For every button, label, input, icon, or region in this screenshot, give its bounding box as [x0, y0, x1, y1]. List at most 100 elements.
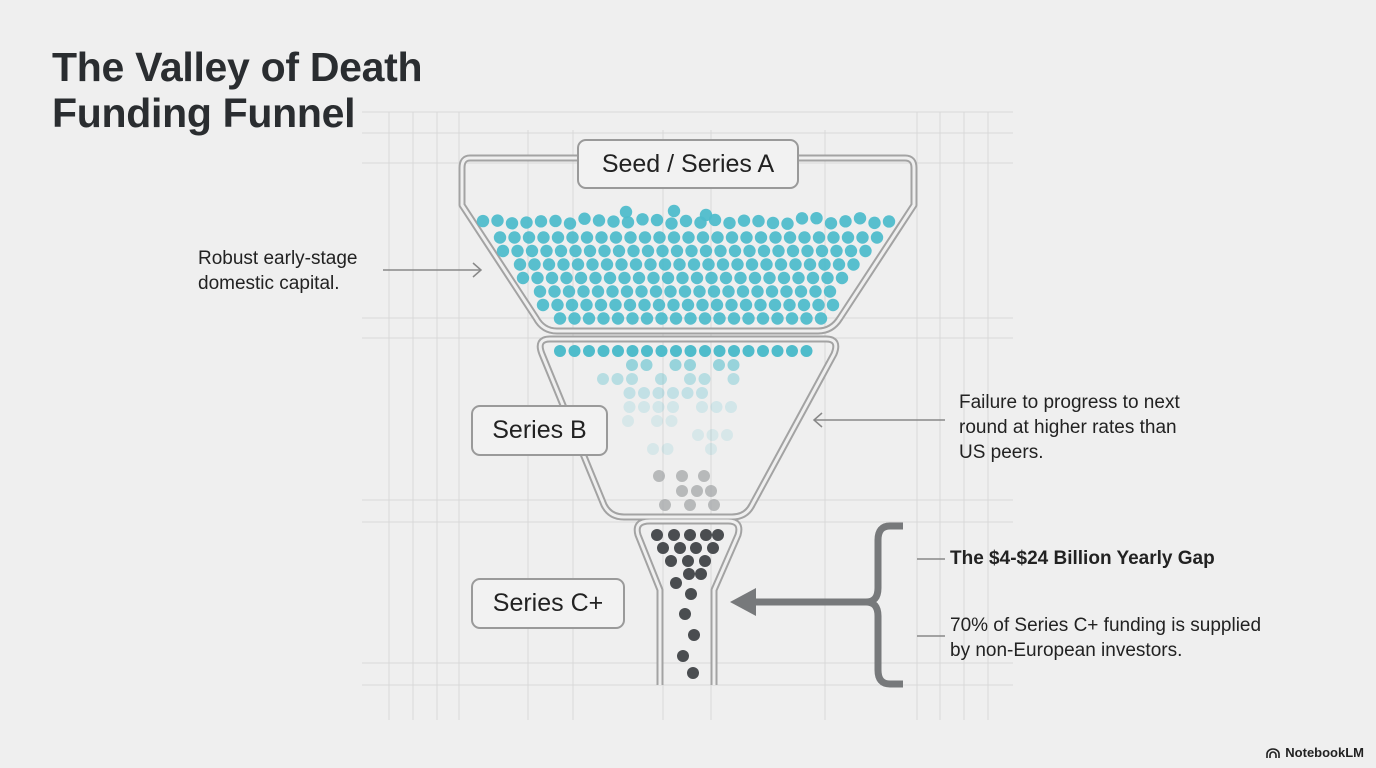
capital-dot: [695, 568, 707, 580]
capital-dot: [551, 298, 564, 312]
capital-dot: [673, 258, 686, 271]
capital-dot: [826, 298, 840, 312]
capital-dot: [691, 485, 703, 497]
capital-dot: [812, 231, 826, 244]
capital-dot: [667, 401, 679, 413]
capital-dot: [669, 359, 682, 371]
capital-dot: [568, 312, 581, 325]
capital-dot: [619, 205, 633, 219]
capital-dot: [806, 271, 820, 285]
capital-dot: [669, 312, 683, 325]
capital-dot: [827, 231, 840, 244]
capital-dot: [493, 231, 507, 244]
capital-dot: [621, 216, 635, 229]
capital-dot: [551, 231, 565, 244]
capital-dot: [607, 215, 620, 228]
capital-dot: [513, 258, 527, 271]
capital-dot: [713, 359, 725, 371]
capital-dot: [783, 298, 796, 312]
capital-dot: [667, 231, 681, 244]
capital-dot: [763, 271, 776, 285]
capital-dot: [699, 208, 713, 222]
capital-dot: [679, 608, 691, 620]
capital-dot: [638, 401, 650, 413]
capital-dot: [676, 485, 688, 497]
capital-dot: [719, 271, 733, 285]
capital-dot: [536, 298, 550, 312]
capital-dot: [636, 213, 649, 226]
capital-dot: [830, 244, 843, 258]
capital-dot: [835, 271, 849, 285]
capital-dot: [684, 359, 696, 371]
capital-dot: [685, 588, 697, 600]
capital-dot: [832, 258, 846, 271]
capital-dot: [620, 285, 634, 298]
capital-dot: [597, 312, 610, 325]
capital-dot: [661, 271, 675, 285]
capital-dot: [870, 231, 884, 244]
capital-dot: [742, 312, 755, 325]
capital-dot: [708, 499, 720, 511]
capital-dot: [577, 285, 590, 298]
capital-dot: [745, 258, 759, 271]
capital-dot: [771, 312, 784, 325]
capital-dot: [771, 345, 784, 357]
capital-dot: [739, 298, 753, 312]
capital-dot: [696, 298, 709, 312]
capital-dot: [623, 401, 636, 413]
capital-dot: [690, 542, 702, 554]
capital-dot: [595, 231, 608, 244]
capital-dot: [574, 271, 588, 285]
capital-dot: [725, 298, 738, 312]
capital-dot: [710, 298, 724, 312]
capital-dot: [554, 345, 566, 357]
series-c-bracket-icon: [865, 522, 903, 688]
capital-dot: [783, 231, 797, 244]
notebooklm-logo-icon: [1266, 747, 1281, 758]
capital-dot: [748, 271, 762, 285]
capital-dot: [699, 244, 713, 258]
capital-dot: [647, 271, 660, 285]
capital-dot: [683, 568, 695, 580]
capital-dot: [772, 244, 785, 258]
capital-dot: [786, 345, 798, 357]
early-stage-arrowhead-icon: [472, 262, 483, 278]
capital-dot: [812, 298, 825, 312]
capital-dot: [624, 231, 637, 244]
capital-dot: [743, 244, 756, 258]
capital-dot: [665, 555, 677, 567]
capital-dot: [742, 345, 755, 357]
capital-dot: [554, 244, 568, 258]
capital-dot: [652, 401, 665, 413]
capital-dot: [725, 401, 737, 413]
capital-dot: [600, 258, 614, 271]
capital-dot: [534, 215, 548, 228]
capital-dot: [684, 312, 697, 325]
capital-dot: [665, 217, 678, 230]
capital-dot: [722, 285, 735, 298]
capital-dot: [727, 359, 740, 371]
capital-dot: [652, 387, 665, 399]
capital-dot: [626, 312, 639, 325]
capital-dot: [649, 285, 663, 298]
capital-dot: [760, 258, 773, 271]
capital-dot: [803, 258, 817, 271]
capital-dot: [687, 667, 699, 679]
capital-dot: [699, 345, 711, 357]
capital-dot: [655, 373, 667, 385]
capital-dot: [611, 373, 624, 385]
capital-dot: [713, 345, 726, 357]
capital-dot: [516, 271, 530, 285]
capital-dot: [800, 312, 813, 325]
capital-dot: [856, 231, 869, 244]
capital-dot: [612, 345, 624, 357]
capital-dot: [721, 429, 733, 441]
capital-dot: [640, 359, 653, 371]
capital-dot: [592, 214, 606, 227]
capital-dot: [716, 258, 730, 271]
series-c-arrow-icon: [730, 588, 756, 616]
capital-dot: [693, 285, 706, 298]
capital-dot: [566, 231, 579, 244]
capital-dot: [563, 217, 577, 230]
